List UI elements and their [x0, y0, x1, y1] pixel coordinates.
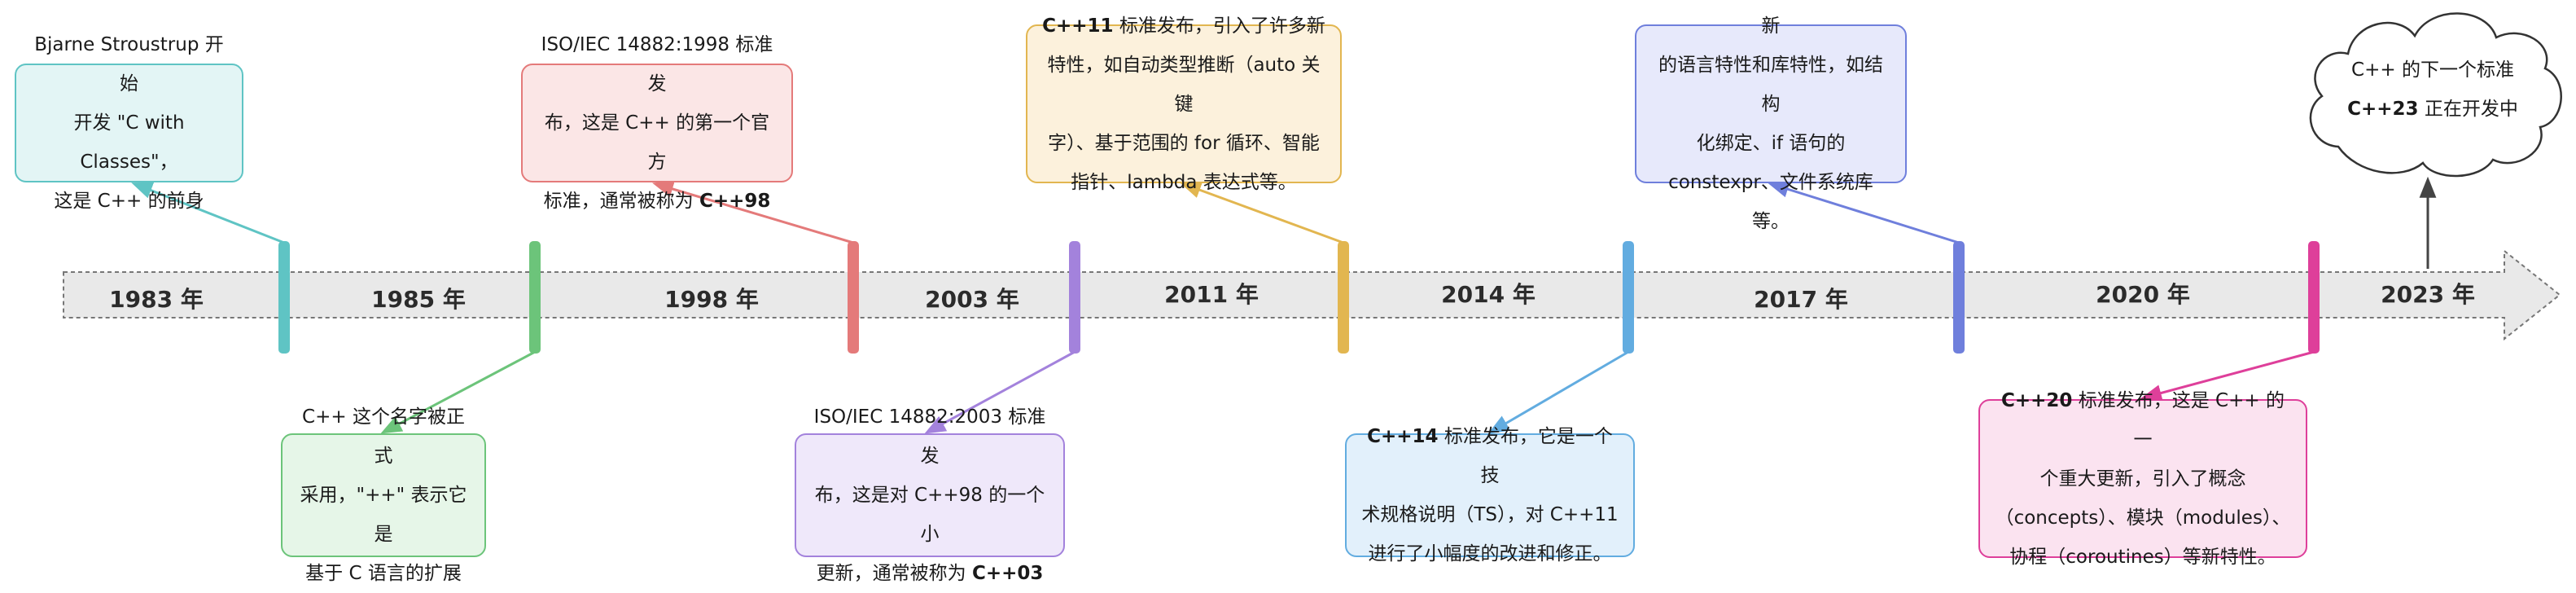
year-label-1983: 1983 年 — [109, 286, 204, 313]
connector-arrow-2003 — [924, 350, 1076, 434]
connector-arrow-2020 — [2140, 350, 2315, 402]
timeline-diagram — [63, 12, 2562, 434]
connector-arrow-1983 — [131, 182, 285, 244]
event-box-2003: ISO/IEC 14882:2003 标准发布，这是对 C++98 的一个小更新… — [795, 406, 1065, 584]
year-label-2014: 2014 年 — [1441, 281, 1536, 308]
connector-arrow-2017 — [1768, 181, 1960, 244]
event-text-2020: C++20 标准发布，这是 C++ 的一个重大更新，引入了概念（concepts… — [1995, 389, 2291, 568]
year-label-2003: 2003 年 — [925, 286, 1019, 313]
connector-arrow-2014 — [1487, 350, 1629, 434]
timeline-tick-1985 — [529, 241, 541, 354]
timeline-band — [63, 248, 2561, 341]
timeline-tick-2003 — [1069, 241, 1080, 354]
year-label-1985: 1985 年 — [371, 286, 466, 313]
timeline-tick-2020 — [2308, 241, 2320, 354]
year-label-2023: 2023 年 — [2381, 281, 2475, 308]
event-box-1983: Bjarne Stroustrup 开始开发 "C with Classes"，… — [15, 34, 243, 212]
event-box-2011: C++11 标准发布，引入了许多新特性，如自动类型推断（auto 关键字）、基于… — [1026, 15, 1342, 193]
connector-arrow-1998 — [652, 180, 854, 244]
event-text-2011: C++11 标准发布，引入了许多新特性，如自动类型推断（auto 关键字）、基于… — [1042, 15, 1325, 193]
event-text-1998: ISO/IEC 14882:1998 标准发布，这是 C++ 的第一个官方标准，… — [541, 34, 773, 212]
timeline-tick-2017 — [1953, 241, 1965, 354]
year-label-1998: 1998 年 — [664, 286, 759, 313]
event-text-1983: Bjarne Stroustrup 开始开发 "C with Classes"，… — [34, 34, 224, 212]
event-box-2020: C++20 标准发布，这是 C++ 的一个重大更新，引入了概念（concepts… — [1978, 390, 2307, 568]
next-standard-cloud — [2309, 12, 2562, 178]
event-box-1985: C++ 这个名字被正式采用，"++" 表示它是基于 C 语言的扩展 — [281, 406, 486, 584]
connector-arrow-1985 — [380, 350, 536, 434]
timeline-tick-1998 — [848, 241, 859, 354]
timeline-tick-1983 — [278, 241, 290, 354]
timeline-tick-2011 — [1338, 241, 1349, 354]
year-label-2011: 2011 年 — [1164, 281, 1259, 308]
timeline-tick-2014 — [1623, 241, 1634, 354]
event-box-1998: ISO/IEC 14882:1998 标准发布，这是 C++ 的第一个官方标准，… — [521, 34, 793, 212]
year-label-2017: 2017 年 — [1754, 286, 1848, 313]
year-label-2020: 2020 年 — [2096, 281, 2190, 308]
event-text-1985: C++ 这个名字被正式采用，"++" 表示它是基于 C 语言的扩展 — [300, 406, 467, 584]
event-text-2003: ISO/IEC 14882:2003 标准发布，这是对 C++98 的一个小更新… — [813, 406, 1046, 584]
connector-arrow-2011 — [1180, 182, 1344, 244]
